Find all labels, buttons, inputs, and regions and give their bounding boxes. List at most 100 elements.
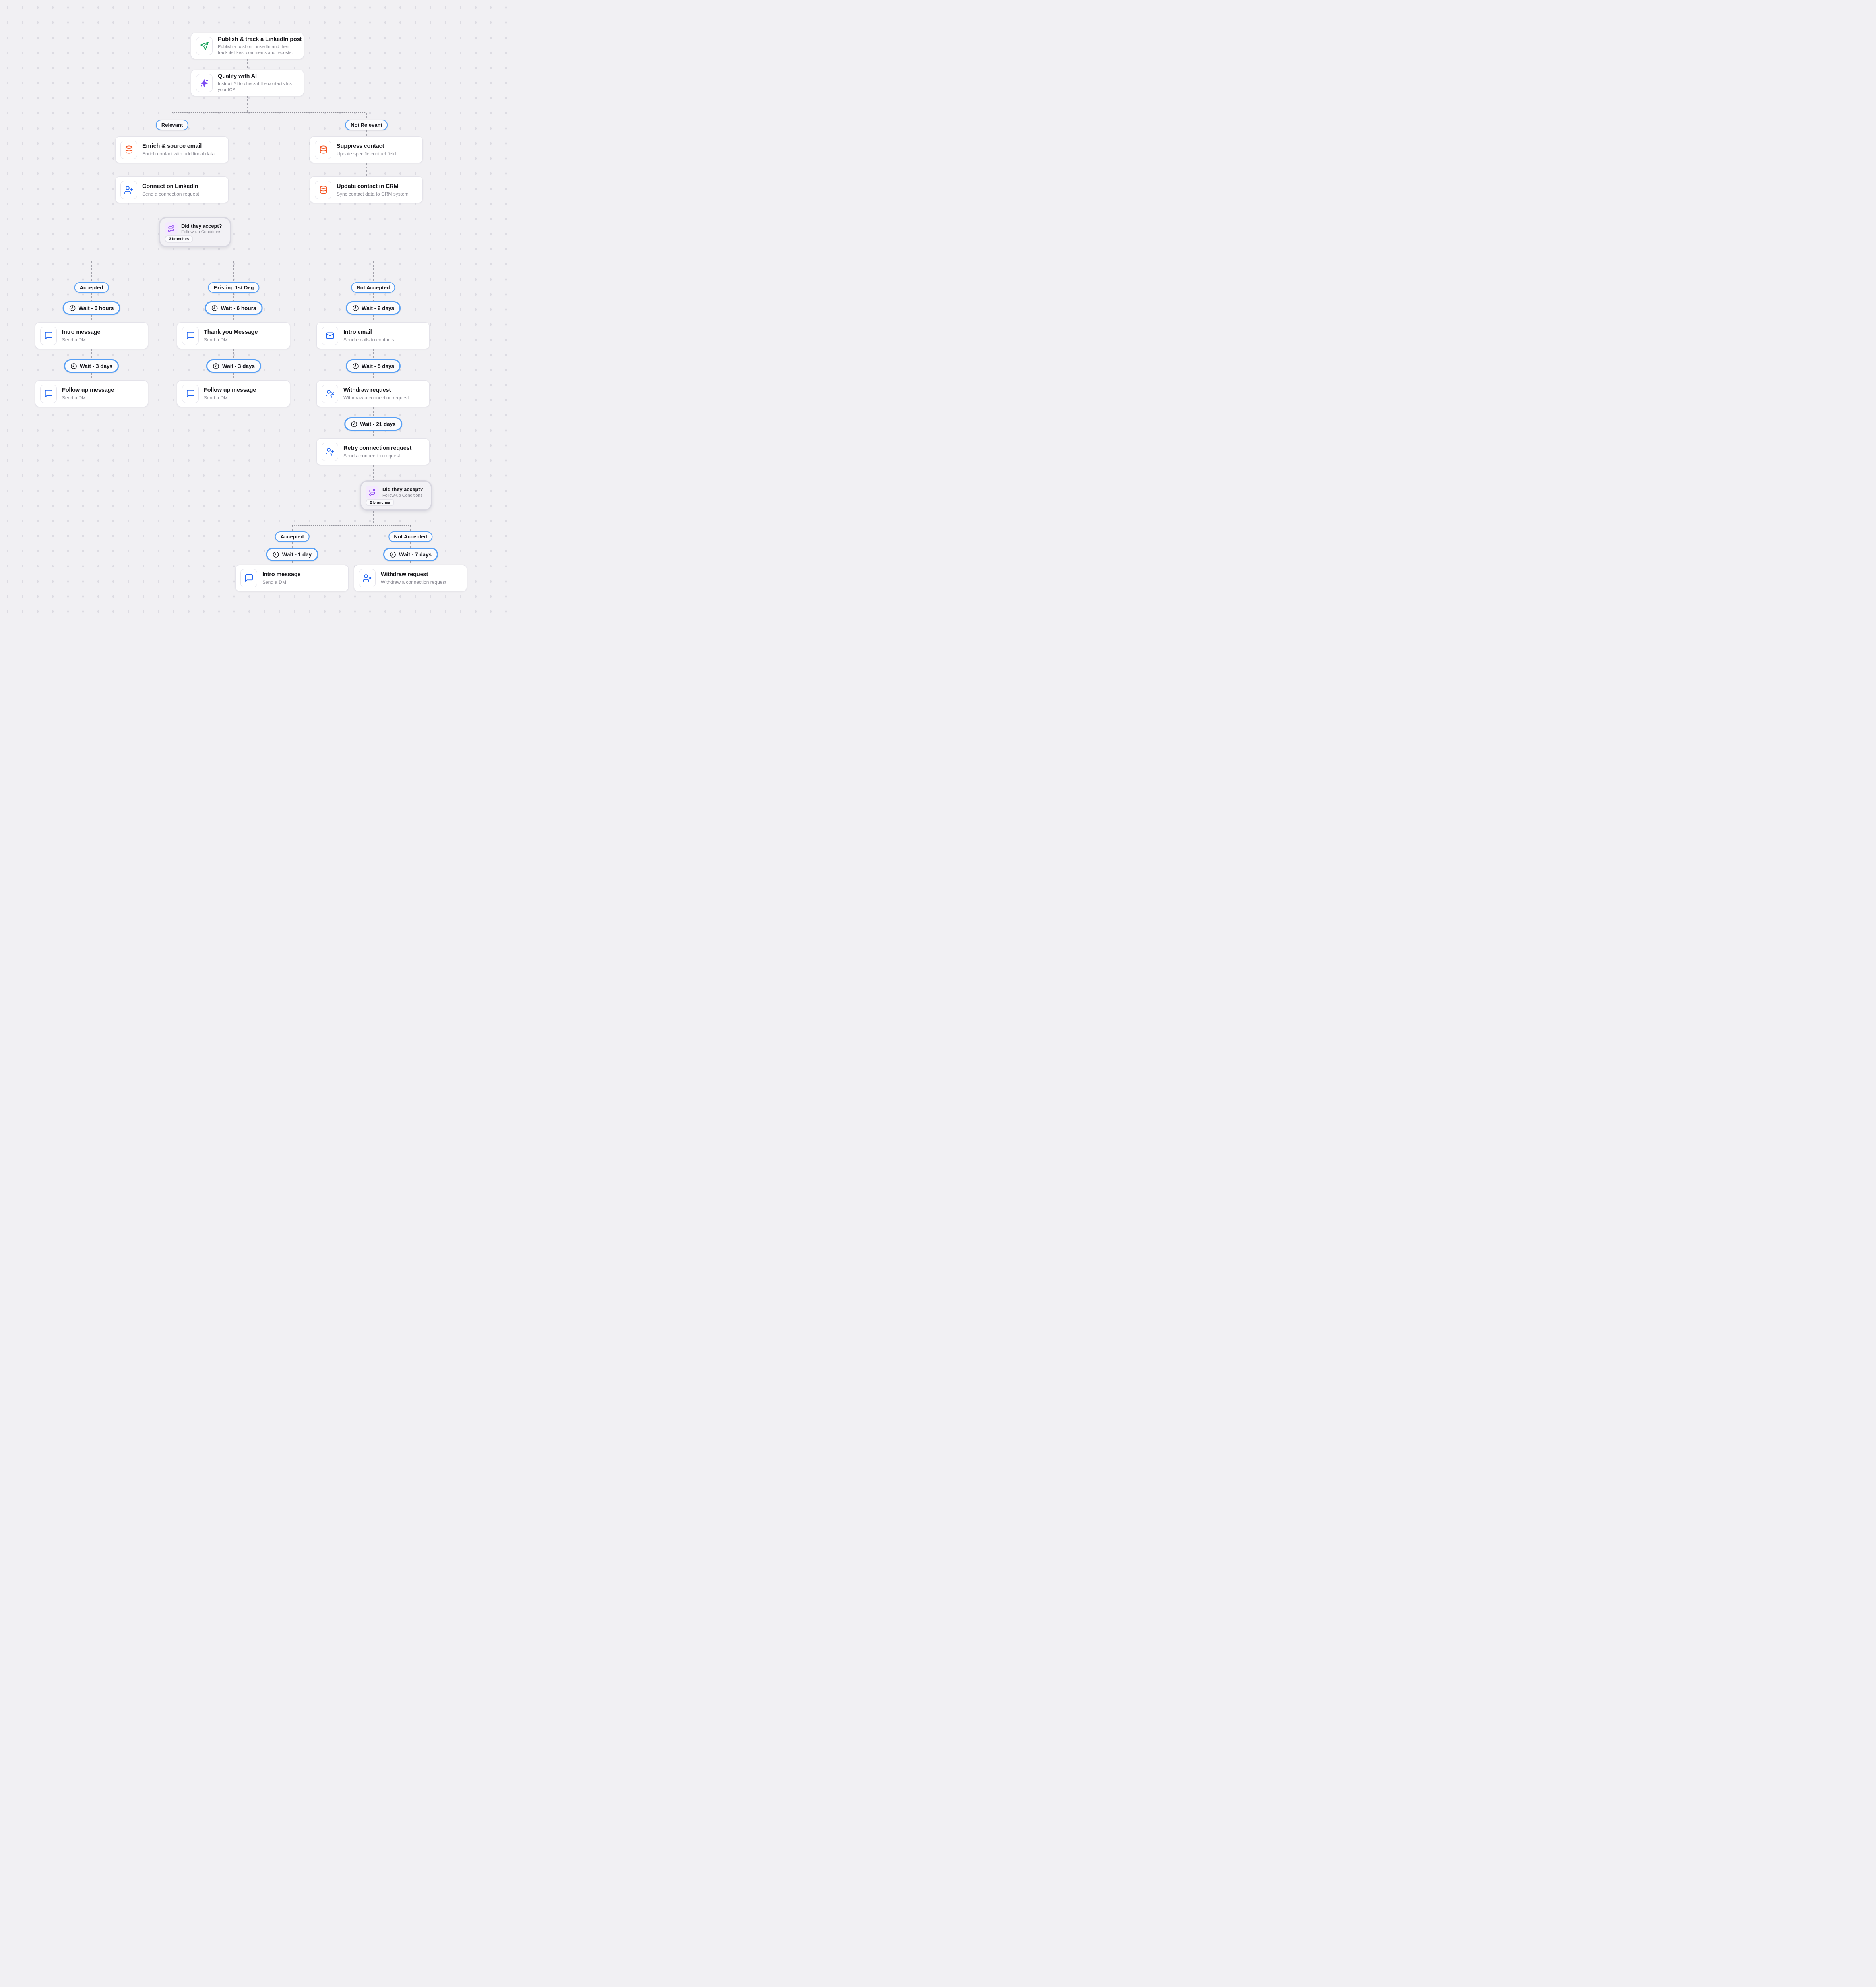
branches-count-badge: 2 branches bbox=[366, 499, 395, 506]
wait-chip-3-days-accepted[interactable]: Wait - 3 days bbox=[64, 359, 119, 373]
clock-icon bbox=[351, 421, 357, 427]
clock-icon bbox=[353, 305, 359, 311]
node-title: Intro message bbox=[262, 571, 301, 578]
branch-chip-relevant[interactable]: Relevant bbox=[155, 120, 189, 130]
node-retry-connection-request[interactable]: Retry connection request Send a connecti… bbox=[316, 438, 430, 465]
user-x-icon bbox=[359, 569, 376, 587]
node-follow-up-message-accepted[interactable]: Follow up message Send a DM bbox=[35, 380, 148, 407]
database-icon bbox=[315, 140, 331, 159]
node-withdraw-request-1[interactable]: Withdraw request Withdraw a connection r… bbox=[316, 380, 430, 407]
clock-icon bbox=[273, 551, 279, 558]
branch-label: Not Relevant bbox=[351, 122, 382, 128]
condition-title: Did they accept? bbox=[382, 486, 423, 492]
node-desc: Send a DM bbox=[62, 337, 86, 343]
clock-icon bbox=[213, 363, 219, 369]
route-icon bbox=[366, 486, 379, 499]
node-title: Thank you Message bbox=[204, 329, 258, 335]
wait-label: Wait - 6 hours bbox=[78, 305, 114, 311]
wait-label: Wait - 5 days bbox=[361, 363, 395, 369]
database-icon bbox=[315, 180, 331, 199]
wait-chip-7-days[interactable]: Wait - 7 days bbox=[383, 548, 438, 561]
condition-title: Did they accept? bbox=[181, 223, 222, 229]
node-intro-message[interactable]: Intro message Send a DM bbox=[35, 322, 148, 349]
clock-icon bbox=[353, 363, 359, 369]
wait-label: Wait - 6 hours bbox=[221, 305, 256, 311]
route-icon bbox=[165, 222, 178, 235]
node-thank-you-message[interactable]: Thank you Message Send a DM bbox=[177, 322, 290, 349]
condition-subtitle: Follow-up Conditions bbox=[382, 493, 422, 498]
branch-label: Accepted bbox=[79, 285, 103, 290]
wait-label: Wait - 3 days bbox=[79, 363, 113, 369]
branch-chip-existing-1st-deg[interactable]: Existing 1st Deg bbox=[208, 282, 260, 293]
wait-chip-21-days[interactable]: Wait - 21 days bbox=[344, 417, 402, 431]
node-title: Follow up message bbox=[204, 387, 256, 393]
wait-chip-5-days[interactable]: Wait - 5 days bbox=[345, 359, 401, 373]
branch-chip-not-relevant[interactable]: Not Relevant bbox=[345, 120, 388, 130]
node-title: Withdraw request bbox=[343, 387, 391, 393]
node-desc: Send emails to contacts bbox=[343, 337, 394, 343]
node-publish-track-post[interactable]: Publish & track a LinkedIn post Publish … bbox=[191, 33, 304, 59]
node-title: Intro message bbox=[62, 329, 101, 335]
user-plus-icon bbox=[322, 442, 338, 461]
wait-label: Wait - 7 days bbox=[399, 551, 432, 558]
chat-bubble-icon bbox=[182, 384, 199, 403]
branch-chip-accepted[interactable]: Accepted bbox=[74, 282, 109, 293]
branch-chip-accepted-2[interactable]: Accepted bbox=[275, 531, 310, 542]
node-intro-email[interactable]: Intro email Send emails to contacts bbox=[316, 322, 430, 349]
branch-label: Not Accepted bbox=[357, 285, 390, 290]
chat-bubble-icon bbox=[240, 569, 257, 587]
branch-label: Accepted bbox=[280, 534, 304, 540]
node-desc: Send a DM bbox=[62, 395, 86, 401]
branch-chip-not-accepted-2[interactable]: Not Accepted bbox=[388, 531, 433, 542]
condition-subtitle: Follow-up Conditions bbox=[181, 230, 221, 234]
node-intro-message-2[interactable]: Intro message Send a DM bbox=[235, 565, 349, 591]
node-desc: Send a DM bbox=[262, 579, 287, 585]
node-follow-up-message-existing[interactable]: Follow up message Send a DM bbox=[177, 380, 290, 407]
node-desc: Send a DM bbox=[204, 395, 228, 401]
clock-icon bbox=[211, 305, 218, 311]
branch-label: Relevant bbox=[161, 122, 183, 128]
wait-chip-2-days[interactable]: Wait - 2 days bbox=[345, 301, 401, 315]
node-enrich-source-email[interactable]: Enrich & source email Enrich contact wit… bbox=[115, 136, 229, 163]
wait-chip-3-days-existing[interactable]: Wait - 3 days bbox=[206, 359, 262, 373]
node-withdraw-request-2[interactable]: Withdraw request Withdraw a connection r… bbox=[354, 565, 467, 591]
node-title: Retry connection request bbox=[343, 445, 412, 451]
node-desc: Withdraw a connection request bbox=[381, 579, 446, 585]
node-connect-on-linkedin[interactable]: Connect on LinkedIn Send a connection re… bbox=[115, 176, 229, 203]
condition-did-they-accept-2[interactable]: Did they accept? Follow-up Conditions 2 … bbox=[360, 480, 432, 511]
node-desc: Withdraw a connection request bbox=[343, 395, 409, 401]
branch-label: Not Accepted bbox=[394, 534, 427, 540]
wait-chip-1-day[interactable]: Wait - 1 day bbox=[266, 548, 318, 561]
node-desc: Update specific contact field bbox=[337, 151, 396, 157]
branches-count-badge: 3 branches bbox=[165, 235, 194, 243]
node-title: Connect on LinkedIn bbox=[142, 183, 198, 190]
node-title: Suppress contact bbox=[337, 143, 384, 149]
node-desc: Instruct AI to check if the contacts fit… bbox=[218, 81, 292, 92]
user-plus-icon bbox=[120, 180, 137, 199]
clock-icon bbox=[71, 363, 77, 369]
wait-label: Wait - 21 days bbox=[360, 421, 396, 427]
wait-label: Wait - 1 day bbox=[282, 551, 312, 558]
wait-chip-6-hours-accepted[interactable]: Wait - 6 hours bbox=[62, 301, 120, 315]
clock-icon bbox=[390, 551, 396, 558]
node-qualify-with-ai[interactable]: Qualify with AI Instruct AI to check if … bbox=[191, 70, 304, 96]
node-title: Withdraw request bbox=[381, 571, 428, 578]
wait-chip-6-hours-existing[interactable]: Wait - 6 hours bbox=[205, 301, 263, 315]
sparkles-icon bbox=[196, 74, 213, 92]
node-update-contact-crm[interactable]: Update contact in CRM Sync contact data … bbox=[310, 176, 423, 203]
condition-did-they-accept-1[interactable]: Did they accept? Follow-up Conditions 3 … bbox=[159, 217, 231, 247]
node-desc: Sync contact data to CRM system bbox=[337, 191, 409, 197]
node-title: Update contact in CRM bbox=[337, 183, 399, 190]
wait-label: Wait - 2 days bbox=[361, 305, 395, 311]
wait-label: Wait - 3 days bbox=[222, 363, 255, 369]
node-desc: Publish a post on LinkedIn and then trac… bbox=[218, 44, 293, 55]
node-desc: Send a connection request bbox=[343, 453, 400, 459]
branch-chip-not-accepted[interactable]: Not Accepted bbox=[351, 282, 395, 293]
clock-icon bbox=[69, 305, 76, 311]
node-suppress-contact[interactable]: Suppress contact Update specific contact… bbox=[310, 136, 423, 163]
node-title: Qualify with AI bbox=[218, 73, 257, 79]
node-desc: Enrich contact with additional data bbox=[142, 151, 215, 157]
node-desc: Send a connection request bbox=[142, 191, 199, 197]
node-title: Follow up message bbox=[62, 387, 114, 393]
workflow-canvas[interactable]: Publish & track a LinkedIn post Publish … bbox=[0, 0, 509, 625]
